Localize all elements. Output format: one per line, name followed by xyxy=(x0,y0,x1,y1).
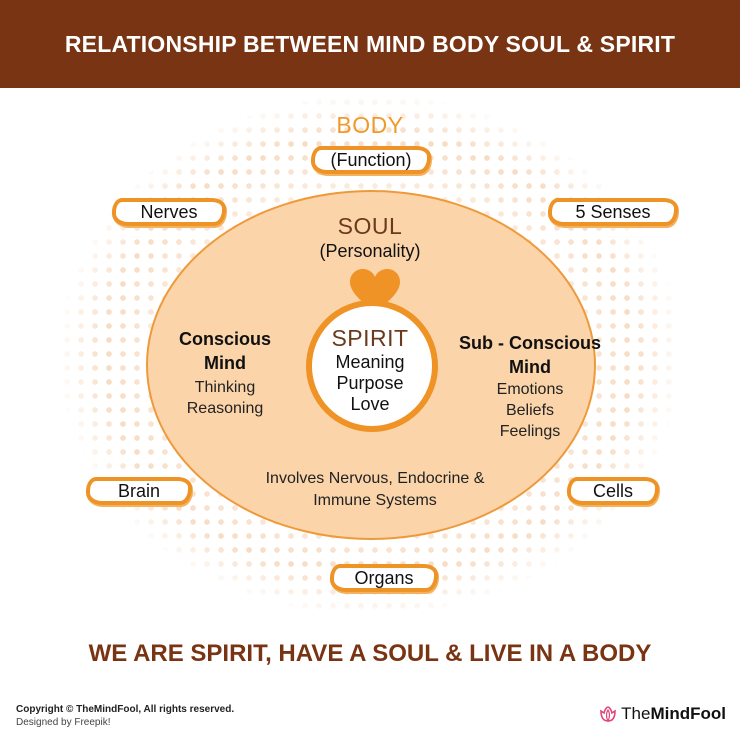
body-title: BODY xyxy=(336,112,404,138)
brand-name-mindfool: MindFool xyxy=(650,704,726,723)
subconscious-mind-item: Feelings xyxy=(499,423,561,440)
body-part-nerves: Nerves xyxy=(112,198,226,226)
subconscious-mind-item: Emotions xyxy=(496,381,564,398)
body-part-cells: Cells xyxy=(567,477,659,505)
lotus-logo-icon xyxy=(600,706,616,723)
body-part-label: Organs xyxy=(354,567,414,588)
subconscious-mind-title-line: Sub - Conscious xyxy=(458,333,601,353)
body-part-label: Nerves xyxy=(140,201,198,222)
header-banner: RELATIONSHIP BETWEEN MIND BODY SOUL & SP… xyxy=(0,0,740,88)
soul-title: SOUL xyxy=(337,213,403,239)
body-part-5-senses: 5 Senses xyxy=(548,198,678,226)
conscious-mind-items: Thinking Reasoning xyxy=(160,377,290,419)
conscious-mind-item: Reasoning xyxy=(186,400,264,417)
body-subtitle: (Function) xyxy=(330,149,412,170)
heart-icon xyxy=(350,269,400,314)
spirit-values: Meaning Purpose Love xyxy=(300,352,440,415)
systems-note-line: Immune Systems xyxy=(313,492,437,509)
body-part-organs: Organs xyxy=(330,564,438,592)
designed-by-text: Designed by Freepik! xyxy=(16,717,111,728)
subconscious-mind-title-line: Mind xyxy=(509,357,551,377)
systems-note: Involves Nervous, Endocrine & Immune Sys… xyxy=(230,468,520,512)
body-part-brain: Brain xyxy=(86,477,192,505)
systems-note-line: Involves Nervous, Endocrine & xyxy=(265,470,485,487)
brand-name-the: The xyxy=(621,704,651,723)
spirit-item: Love xyxy=(350,394,390,414)
conscious-mind-title: Conscious Mind xyxy=(160,327,290,375)
spirit-title: SPIRIT xyxy=(331,325,409,351)
body-part-label: Cells xyxy=(592,480,633,501)
spirit-item: Purpose xyxy=(336,373,404,393)
conscious-mind-title-line: Mind xyxy=(204,353,246,373)
spirit-item: Meaning xyxy=(335,352,405,372)
conscious-mind-title-line: Conscious xyxy=(178,329,271,349)
soul-subtitle: (Personality) xyxy=(319,241,421,261)
body-part-label: Brain xyxy=(117,480,161,501)
body-subtitle-tag: (Function) xyxy=(311,146,431,174)
conscious-mind-item: Thinking xyxy=(194,379,256,396)
subconscious-mind-item: Beliefs xyxy=(505,402,555,419)
subconscious-mind-items: Emotions Beliefs Feelings xyxy=(440,379,620,442)
page-title: RELATIONSHIP BETWEEN MIND BODY SOUL & SP… xyxy=(64,30,676,57)
tagline: WE ARE SPIRIT, HAVE A SOUL & LIVE IN A B… xyxy=(88,640,652,667)
body-part-label: 5 Senses xyxy=(575,201,651,222)
copyright-text: Copyright © TheMindFool, All rights rese… xyxy=(16,704,235,715)
subconscious-mind-title: Sub - Conscious Mind xyxy=(440,331,620,379)
spirit-circle xyxy=(306,300,438,432)
